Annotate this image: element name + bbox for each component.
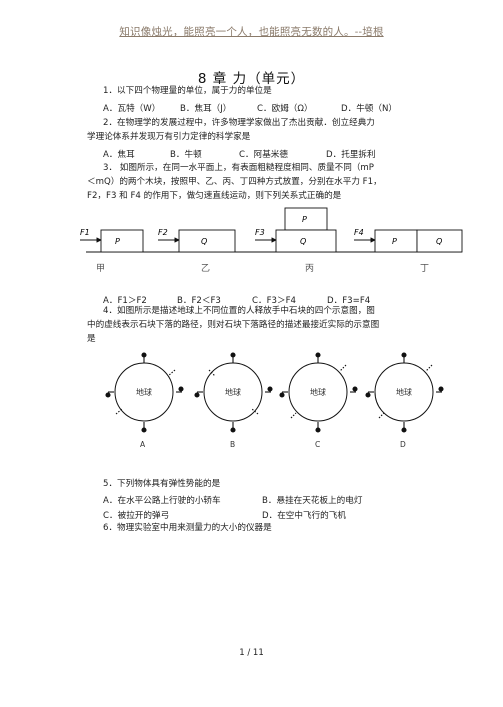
question-3-line-2: ＜mQ）的两个木块，按照甲、乙、丙、丁四种方式放置，分别在水平力 F1， [87, 177, 382, 187]
question-2-line-1: 2．在物理学的发展过程中，许多物理学家做出了杰出贡献．创立经典力 [103, 118, 375, 128]
block-yi-q [178, 229, 236, 253]
globe-label-a: 地球 [136, 387, 152, 397]
question-1-option-d: D．牛顿（N） [341, 104, 398, 114]
question-1-stem: 1．以下四个物理量的单位，属于力的单位是 [103, 86, 272, 96]
block-jia-p [100, 229, 144, 253]
block-label-yi-q: Q [201, 237, 207, 246]
question-3-option-d: D．F3=F4 [327, 296, 371, 306]
page-title: 8 章 力（单元） [197, 71, 306, 87]
globe-label-b: 地球 [225, 387, 241, 397]
force-label-3: F3 [255, 228, 265, 237]
block-bing-q [275, 229, 337, 253]
figures-b [194, 352, 273, 433]
option-letter-a: A [140, 440, 146, 449]
question-3-option-b: B．F2＜F3 [177, 296, 221, 306]
question-2-option-b: B．牛顿 [170, 150, 202, 160]
globe-label-c: 地球 [310, 387, 326, 397]
option-letter-d: D [400, 440, 406, 449]
question-1-option-b: B．焦耳（J） [180, 104, 232, 114]
caption-bing: 丙 [305, 263, 314, 274]
block-label-ding-p: P [392, 237, 397, 246]
question-2-option-a: A．焦耳 [103, 150, 135, 160]
page-number: 1 / 11 [239, 648, 264, 658]
block-ding-q [416, 229, 463, 253]
page-banner-quote: 知识像烛光，能照亮一个人，也能照亮无数的人。--培根 [119, 26, 384, 38]
question-2-option-c: C．阿基米德 [239, 150, 288, 160]
globe-label-d: 地球 [396, 387, 412, 397]
force-label-1: F1 [80, 228, 90, 237]
figures-d [365, 352, 444, 433]
block-label-jia-p: P [115, 237, 120, 246]
question-4-line-3: 是 [87, 334, 96, 344]
force-label-4: F4 [354, 228, 364, 237]
question-6-stem: 6．物理实验室中用来测量力的大小的仪器是 [103, 523, 272, 533]
figures-c [279, 352, 358, 433]
force-label-2: F2 [158, 228, 168, 237]
block-label-ding-q: Q [436, 237, 442, 246]
figures-a [105, 352, 184, 433]
question-5-option-c: C．被拉开的弹弓 [103, 511, 170, 521]
caption-ding: 丁 [420, 264, 429, 274]
question-3-option-a: A．F1＞F2 [103, 296, 147, 306]
question-1-option-a: A．瓦特（W） [103, 104, 161, 114]
blocks-force-diagram: F1 P 甲 F2 Q 乙 F3 P Q 丙 F4 P Q 丁 [80, 207, 463, 274]
block-label-bing-p: P [302, 215, 307, 224]
question-1-option-c: C．欧姆（Ω） [257, 104, 313, 114]
caption-jia: 甲 [96, 263, 105, 274]
question-2-line-2: 学理论体系并发现万有引力定律的科学家是 [87, 132, 251, 142]
falling-stone-globes: 地球 地球 地球 地球 [105, 352, 444, 449]
question-5-option-b: B．悬挂在天花板上的电灯 [262, 496, 363, 506]
question-3-line-3: F2，F3 和 F4 的作用下，做匀速直线运动，则下列关系式正确的是 [87, 191, 342, 201]
option-letter-b: B [230, 440, 235, 449]
question-4-line-2: 中的虚线表示石块下落的路径，则对石块下落路径的描述最接近实际的示意图 [87, 320, 380, 330]
question-5-stem: 5．下列物体具有弹性势能的是 [103, 479, 221, 489]
question-3-option-c: C．F3＞F4 [252, 296, 297, 306]
question-3-line-1: 3． 如图所示，在同一水平面上，有表面粗糙程度相同、质量不同（mP [103, 163, 374, 173]
block-label-bing-q: Q [300, 237, 306, 246]
caption-yi: 乙 [201, 263, 210, 274]
question-5-option-a: A．在水平公路上行驶的小轿车 [103, 496, 221, 506]
question-2-option-d: D．托里拆利 [326, 150, 376, 160]
question-5-option-d: D．在空中飞行的飞机 [262, 511, 346, 521]
question-4-line-1: 4．如图所示是描述地球上不同位置的人释放手中石块的四个示意图，图 [103, 306, 375, 316]
option-letter-c: C [315, 440, 320, 449]
